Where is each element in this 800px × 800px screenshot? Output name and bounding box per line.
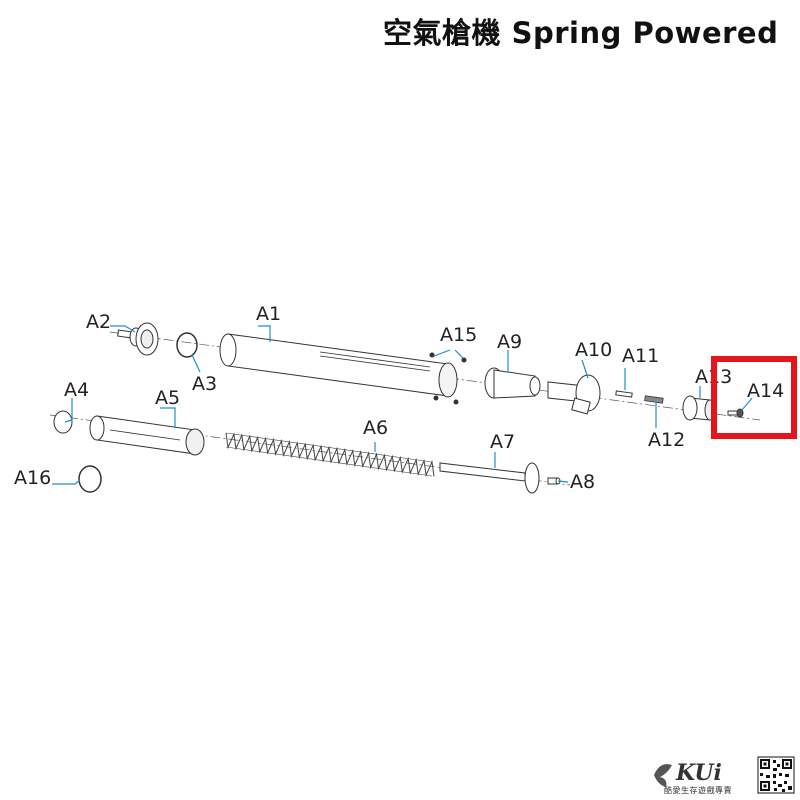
label-a1: A1 <box>256 303 281 325</box>
part-a1-receiver-tube <box>219 333 458 398</box>
brand-tagline: 酷愛生存遊戲專賣 <box>664 786 732 795</box>
label-a3: A3 <box>192 373 217 395</box>
part-a14-screw <box>727 408 744 418</box>
qr-code-icon <box>757 756 795 794</box>
highlight-box <box>711 356 797 439</box>
part-a6-main-spring <box>225 432 435 478</box>
part-a4-disc <box>53 410 73 434</box>
label-a5: A5 <box>155 387 180 409</box>
part-a10-bolt-handle <box>547 374 601 415</box>
part-a2-piston-head <box>117 322 159 356</box>
label-a2: A2 <box>86 311 111 333</box>
part-a16-o-ring <box>78 465 102 493</box>
label-a10: A10 <box>575 339 612 361</box>
page-title: 空氣槍機 Spring Powered <box>383 16 779 50</box>
label-a15: A15 <box>440 324 477 346</box>
part-a13-end-cap <box>682 395 716 421</box>
label-a9: A9 <box>497 331 522 353</box>
leader-lines <box>52 325 753 485</box>
part-a11-pin <box>615 390 633 398</box>
label-a6: A6 <box>363 417 388 439</box>
label-a16: A16 <box>14 467 51 489</box>
brand-logo: KUi <box>676 760 722 786</box>
part-a15-screws <box>429 352 467 405</box>
part-labels: A1 A2 A3 A4 A5 A6 A7 A8 A9 A10 A11 A12 A… <box>14 303 784 493</box>
label-a12: A12 <box>648 429 685 451</box>
part-a5-piston-body <box>89 415 205 456</box>
label-a14: A14 <box>747 380 784 402</box>
label-a7: A7 <box>490 431 515 453</box>
part-a9-cylinder-head <box>484 367 541 399</box>
label-a4: A4 <box>64 379 89 401</box>
part-a3-o-ring <box>176 332 198 358</box>
kui-logo-icon <box>654 764 672 787</box>
part-a12-small-spring <box>644 395 664 404</box>
part-a7-spring-guide <box>439 462 540 494</box>
label-a11: A11 <box>622 345 659 367</box>
label-a8: A8 <box>570 471 595 493</box>
